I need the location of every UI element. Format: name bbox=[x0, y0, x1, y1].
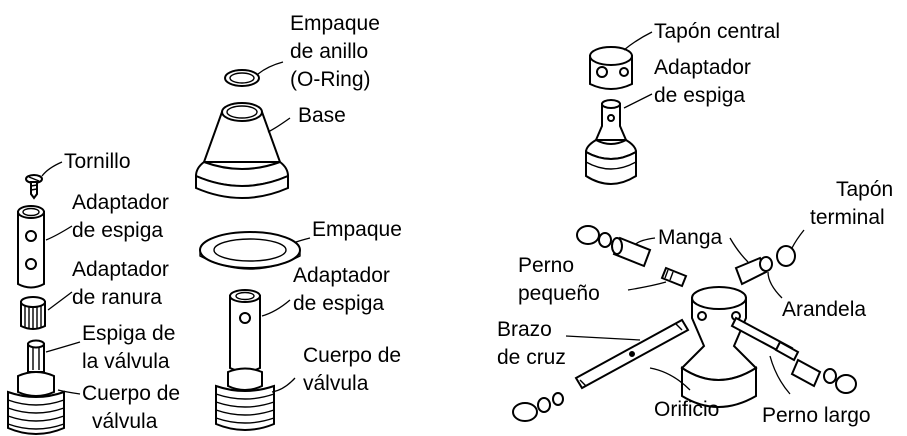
adaptador-ranura-shape bbox=[20, 296, 46, 330]
label-cuerpo-valvula-left-2: válvula bbox=[92, 410, 158, 433]
label-cuerpo-valvula-mid-2: válvula bbox=[303, 372, 369, 395]
empaque-shape bbox=[199, 231, 301, 270]
tapon-central-shape bbox=[589, 46, 633, 90]
label-orificio: Orificio bbox=[654, 398, 720, 421]
lower-right-parts-shape bbox=[790, 358, 857, 394]
label-brazo-cruz-2: de cruz bbox=[497, 346, 566, 369]
long-bolt-shape bbox=[730, 316, 800, 362]
label-tapon-terminal-1: Tapón bbox=[836, 178, 894, 201]
label-espiga-valvula-1: Espiga de bbox=[82, 322, 176, 345]
label-tornillo: Tornillo bbox=[64, 150, 131, 173]
label-adaptador-espiga-left-2: de espiga bbox=[72, 219, 164, 242]
label-empaque: Empaque bbox=[312, 218, 402, 241]
label-adaptador-ranura-1: Adaptador bbox=[72, 258, 169, 281]
upper-right-parts-shape bbox=[734, 245, 796, 286]
label-cuerpo-valvula-left-1: Cuerpo de bbox=[82, 382, 181, 405]
label-adaptador-espiga-mid-1: Adaptador bbox=[293, 264, 390, 287]
label-empaque-anillo-2: de anillo bbox=[290, 40, 369, 63]
label-espiga-valvula-2: la válvula bbox=[82, 350, 170, 373]
adaptador-espiga-mid-shape bbox=[229, 289, 261, 373]
label-adaptador-espiga-mid-2: de espiga bbox=[293, 292, 385, 315]
label-perno-pequeno-2: pequeño bbox=[518, 282, 600, 305]
adaptador-espiga-right-shape bbox=[584, 99, 638, 185]
label-base: Base bbox=[298, 104, 346, 127]
hub-shape bbox=[680, 286, 758, 408]
label-arandela: Arandela bbox=[782, 298, 867, 321]
label-perno-largo: Perno largo bbox=[762, 404, 871, 427]
base-shape bbox=[194, 102, 290, 199]
label-empaque-anillo-3: (O-Ring) bbox=[290, 68, 371, 91]
label-adaptador-espiga-right-2: de espiga bbox=[654, 84, 746, 107]
label-cuerpo-valvula-mid-1: Cuerpo de bbox=[303, 344, 402, 367]
cuerpo-valvula-left-shape bbox=[7, 339, 65, 435]
label-adaptador-espiga-right-1: Adaptador bbox=[654, 56, 751, 79]
cross-arm-shape bbox=[574, 318, 690, 390]
lower-left-parts-shape bbox=[512, 392, 564, 422]
label-tapon-terminal-2: terminal bbox=[810, 206, 885, 229]
tornillo-screw-shape bbox=[25, 174, 43, 200]
leader-lines bbox=[41, 31, 805, 395]
label-empaque-anillo-1: Empaque bbox=[290, 12, 380, 35]
label-tapon-central: Tapón central bbox=[654, 20, 781, 43]
label-perno-pequeno-1: Perno bbox=[518, 254, 575, 277]
label-adaptador-espiga-left-1: Adaptador bbox=[72, 191, 169, 214]
cuerpo-valvula-mid-shape bbox=[215, 367, 275, 431]
label-manga: Manga bbox=[658, 226, 723, 249]
label-adaptador-ranura-2: de ranura bbox=[72, 286, 162, 309]
label-brazo-cruz-1: Brazo bbox=[497, 318, 552, 341]
adaptador-espiga-left-shape bbox=[17, 205, 45, 289]
oring-shape bbox=[224, 69, 260, 87]
upper-left-parts-shape bbox=[576, 225, 688, 288]
